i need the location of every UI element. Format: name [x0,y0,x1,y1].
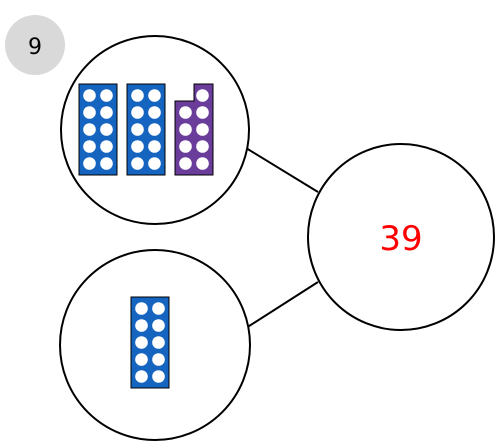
whole-circle [307,143,495,331]
rod-hole [148,140,161,153]
rod-hole [100,106,113,119]
rod-hole [152,353,165,366]
rod-hole [148,157,161,170]
rod-hole [152,319,165,332]
rod-hole [135,353,148,366]
rod-hole [83,106,96,119]
connector-top [245,147,319,193]
rod-hole [196,157,209,170]
whole-value: 39 [379,219,422,259]
rod-hole [148,106,161,119]
rod-hole [83,89,96,102]
rod-hole [135,370,148,383]
rod-hole [179,140,192,153]
rod-hole [100,140,113,153]
rod-hole [196,140,209,153]
question-number: 9 [28,35,42,60]
rod-hole [152,370,165,383]
rod-hole [100,89,113,102]
rod-hole [83,157,96,170]
rod-hole [179,106,192,119]
rod-hole [100,157,113,170]
rod-hole [148,89,161,102]
rod-hole [135,319,148,332]
rod-hole [135,302,148,315]
connector-bottom [245,281,319,329]
rod-hole [179,157,192,170]
rod-hole [131,123,144,136]
rod-hole [196,106,209,119]
rod-hole [135,336,148,349]
part-top-rods [78,83,214,176]
rod-hole [131,106,144,119]
part-bottom-rods [130,296,170,389]
rod-hole [196,123,209,136]
rod-hole [152,302,165,315]
rod-hole [131,157,144,170]
question-badge-circle [5,15,65,75]
rod-hole [100,123,113,136]
rod-hole [196,89,209,102]
rod-hole [131,140,144,153]
rod-hole [83,140,96,153]
rod-hole [131,89,144,102]
rod-hole [179,123,192,136]
question-badge: 9 [5,15,65,75]
rod-hole [83,123,96,136]
rod-hole [148,123,161,136]
rod-hole [152,336,165,349]
